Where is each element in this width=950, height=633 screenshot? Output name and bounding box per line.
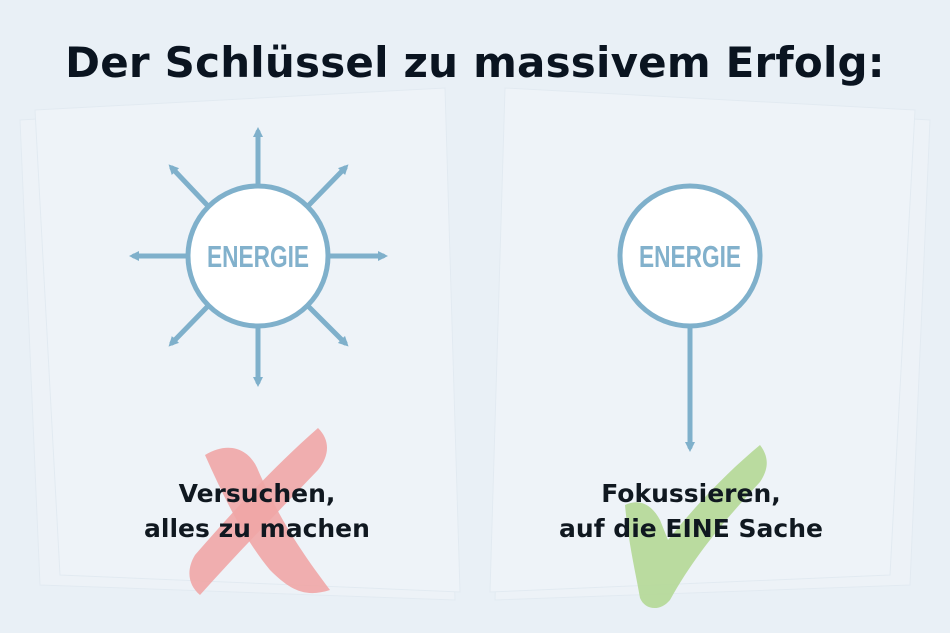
energy-node-left: ENERGIE xyxy=(185,183,331,329)
arrow-down-right xyxy=(305,303,349,347)
caption-right-line1: Fokussieren, xyxy=(601,479,781,508)
caption-left-line1: Versuchen, xyxy=(178,479,336,508)
arrow-up-right xyxy=(305,164,349,209)
radiating-arrows xyxy=(129,127,388,387)
cross-icon xyxy=(189,428,330,595)
energy-label-left: ENERGIE xyxy=(207,239,309,274)
caption-right-line2: auf die EINE Sache xyxy=(559,514,823,543)
background-book xyxy=(19,87,931,601)
caption-left-line2: alles zu machen xyxy=(144,514,370,543)
arrow-up-left xyxy=(168,164,211,209)
page-title: Der Schlüssel zu massivem Erfolg: xyxy=(65,38,885,87)
caption-left: Versuchen, alles zu machen xyxy=(77,476,437,546)
energy-node-right: ENERGIE xyxy=(617,183,763,329)
arrow-down-left xyxy=(168,303,211,347)
caption-right: Fokussieren, auf die EINE Sache xyxy=(511,476,871,546)
checkmark-icon xyxy=(625,445,767,609)
energy-label-right: ENERGIE xyxy=(639,239,741,274)
